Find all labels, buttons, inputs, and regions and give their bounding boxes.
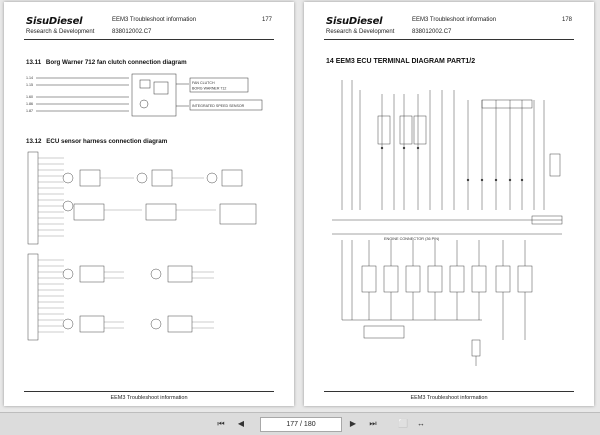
fan-clutch-wiring-diagram: 1.14 1.15 1.60 1.86 1.87 FAN CLUTCH BORG…: [26, 73, 263, 117]
header-department: Research & Development: [326, 29, 395, 35]
prev-page-icon[interactable]: ◀: [237, 419, 245, 428]
pdf-page-right: SisuDiesel EEM3 Troubleshoot information…: [304, 2, 594, 406]
section-number: 13.11: [26, 59, 42, 66]
section-title-fan-clutch: 13.11 Borg Warner 712 fan clutch connect…: [26, 59, 187, 66]
page-title: 14 EEM3 ECU TERMINAL DIAGRAM PART1/2: [326, 58, 476, 65]
svg-text:1.14: 1.14: [26, 76, 33, 80]
header-page-number: 177: [261, 17, 272, 23]
engine-connector-label: ENGINE CONNECTOR (36 PIN): [384, 237, 440, 241]
header-doc-number: 838012002.C7: [112, 29, 152, 35]
svg-text:1.15: 1.15: [26, 83, 33, 87]
section-title-ecu-harness: 13.12 ECU sensor harness connection diag…: [26, 138, 167, 145]
pdf-page-left: SisuDiesel EEM3 Troubleshoot information…: [4, 2, 294, 406]
last-page-icon[interactable]: ⏭: [369, 419, 377, 428]
borg-warner-label: BORG WARNER 712: [192, 87, 226, 91]
footer-rule: [324, 391, 574, 392]
svg-text:1.86: 1.86: [26, 102, 33, 106]
svg-text:1.87: 1.87: [26, 109, 33, 113]
next-page-icon[interactable]: ▶: [349, 419, 357, 428]
page-number-field[interactable]: 177 / 180: [260, 417, 342, 432]
fit-page-icon[interactable]: ⬜: [398, 419, 408, 428]
current-page[interactable]: 177: [286, 421, 299, 428]
header-rule: [324, 39, 574, 40]
ecu-terminal-diagram: ENGINE CONNECTOR (36 PIN): [332, 80, 563, 366]
footer-text: EEM3 Troubleshoot information: [110, 395, 188, 401]
first-page-icon[interactable]: ⏮: [217, 419, 225, 428]
header-page-number: 178: [561, 17, 572, 23]
section-label: ECU sensor harness connection diagram: [46, 138, 168, 145]
fan-clutch-label: FAN CLUTCH: [192, 81, 215, 85]
header-title: EEM3 Troubleshoot information: [112, 17, 197, 23]
header-title: EEM3 Troubleshoot information: [412, 17, 497, 23]
sisudiesel-logo: SisuDiesel: [326, 16, 383, 27]
page-separator: /: [300, 421, 302, 428]
section-number: 13.12: [26, 138, 42, 145]
svg-text:1.60: 1.60: [26, 95, 33, 99]
header-department: Research & Development: [26, 29, 95, 35]
pdf-viewer-toolbar: ⏮ ◀ 177 / 180 ▶ ⏭ ⬜ ↔: [0, 412, 600, 435]
footer-rule: [24, 391, 274, 392]
footer-text: EEM3 Troubleshoot information: [410, 395, 488, 401]
fit-width-icon[interactable]: ↔: [417, 419, 425, 428]
header-doc-number: 838012002.C7: [412, 29, 452, 35]
header-rule: [24, 39, 274, 40]
speed-sensor-label: INTEGRATED SPEED SENSOR: [192, 104, 245, 108]
section-label: Borg Warner 712 fan clutch connection di…: [45, 59, 187, 66]
total-pages: 180: [303, 421, 316, 428]
ecu-sensor-harness-diagram: [27, 151, 257, 341]
sisudiesel-logo: SisuDiesel: [26, 16, 83, 27]
